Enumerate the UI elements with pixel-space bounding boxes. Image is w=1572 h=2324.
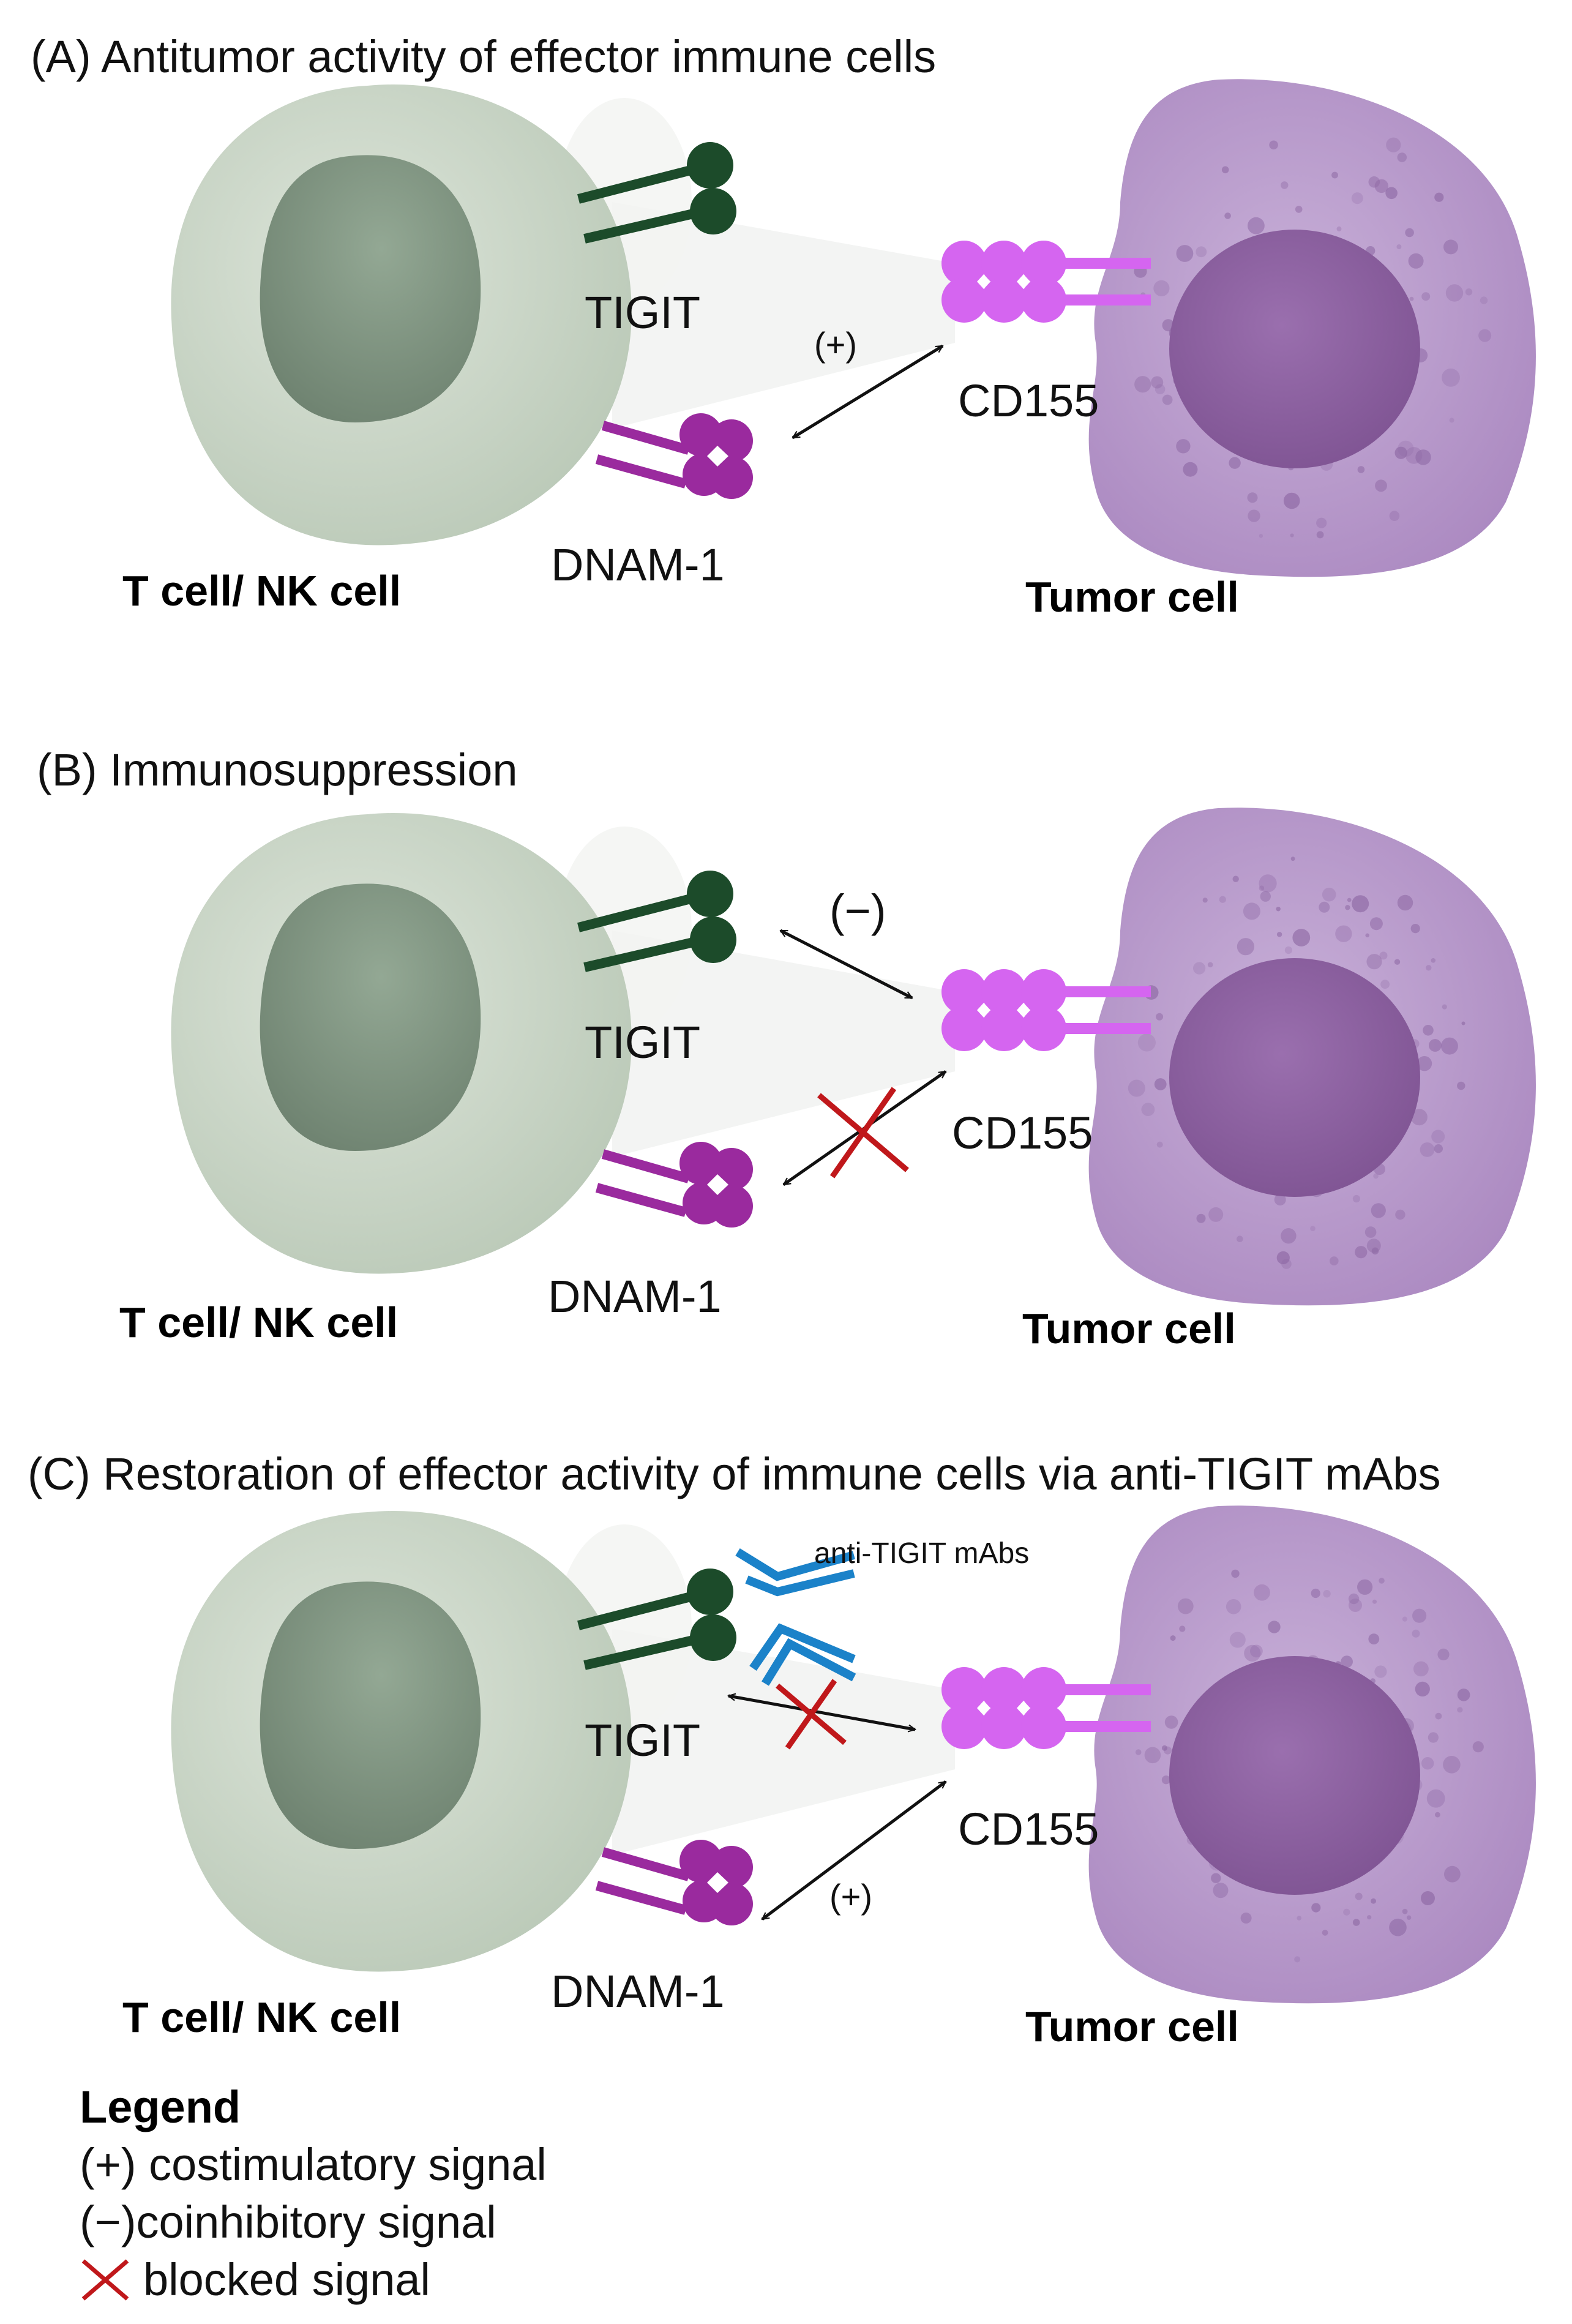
panel-a-tigit-label: TIGIT — [585, 287, 701, 338]
panel-a-cd155-label: CD155 — [958, 375, 1099, 426]
panel-c-dnam1-signal-label: (+) — [829, 1877, 872, 1916]
legend-item-costimulatory: (+) costimulatory signal — [80, 2136, 547, 2194]
panel-a-title: (A) Antitumor activity of effector immun… — [31, 31, 937, 82]
legend-item-blocked: blocked signal — [80, 2251, 547, 2309]
legend-title: Legend — [80, 2082, 241, 2132]
red-x-icon — [81, 2259, 129, 2301]
panel-c-cd155-label: CD155 — [958, 1804, 1099, 1854]
panel-c-tigit-label: TIGIT — [585, 1715, 701, 1766]
panel-c-immune-cell-label: T cell/ NK cell — [122, 1993, 402, 2041]
panel-b-tumor-cell-label: Tumor cell — [1022, 1305, 1236, 1352]
panel-a-tigit-receptor — [577, 142, 736, 244]
panel-a-immune-cell-label: T cell/ NK cell — [122, 567, 402, 615]
panel-b-tigit-receptor — [577, 871, 736, 972]
legend-item-coinhibitory: (−)coinhibitory signal — [80, 2194, 547, 2251]
panel-a-dnam1-cd155-arrow — [793, 344, 943, 440]
panel-c-dnam1-cd155-arrow — [762, 1780, 946, 1921]
panel-b-immune-nucleus — [260, 883, 481, 1151]
panel-c-tigit-cd155-arrow — [728, 1696, 915, 1730]
panel-c-dnam1-label: DNAM-1 — [551, 1966, 725, 2017]
panel-b-tumor-nucleus — [1169, 958, 1420, 1197]
panel-c-cd155-ligand — [941, 1667, 1151, 1749]
panel-b-title: (B) Immunosuppression — [37, 744, 518, 795]
panel-b-immune-cell-label: T cell/ NK cell — [119, 1299, 399, 1346]
panel-c-tumor-cell-label: Tumor cell — [1025, 2003, 1239, 2050]
panel-b-tigit-signal-label: (−) — [829, 885, 886, 936]
legend-text-blocked: blocked signal — [143, 2254, 430, 2305]
panel-c-blocked-x-icon — [776, 1679, 847, 1750]
panel-b-tigit-cd155-arrow — [780, 929, 912, 1000]
panel-a-group — [171, 79, 1536, 577]
panel-a-cd155-ligand — [941, 241, 1151, 323]
panel-c-contact-shadow — [612, 1629, 955, 1855]
panel-c-group — [171, 1505, 1536, 2004]
legend-text-coinhibitory: coinhibitory signal — [136, 2197, 496, 2247]
panel-c-dnam1-receptor — [595, 1840, 753, 1925]
panel-c-tigit-receptor — [577, 1569, 736, 1670]
panel-a-dnam1-label: DNAM-1 — [551, 539, 725, 590]
panel-b-dnam1-label: DNAM-1 — [548, 1271, 722, 1322]
panel-c-immune-nucleus — [260, 1581, 481, 1849]
panel-c-tumor-nucleus — [1169, 1656, 1420, 1895]
panel-b-dnam1-receptor — [595, 1142, 753, 1228]
legend-text-costimulatory: costimulatory signal — [149, 2139, 547, 2190]
panel-c-antibody-icon — [735, 1548, 856, 1686]
panel-c-antibody-label: anti-TIGIT mAbs — [814, 1537, 1030, 1570]
panel-b-group — [171, 808, 1536, 1306]
panel-b-tigit-label: TIGIT — [585, 1017, 701, 1068]
panel-a-tumor-nucleus — [1169, 230, 1420, 468]
panel-b-blocked-x-icon — [817, 1087, 909, 1179]
legend: Legend (+) costimulatory signal (−)coinh… — [80, 2078, 547, 2309]
legend-symbol-minus: (−) — [80, 2197, 137, 2247]
panel-a-dnam1-signal-label: (+) — [814, 325, 857, 364]
panel-a-immune-nucleus — [260, 155, 481, 422]
panel-a-contact-shadow — [612, 202, 955, 429]
legend-symbol-plus: (+) — [80, 2139, 137, 2190]
panel-b-cd155-label: CD155 — [952, 1108, 1093, 1158]
panel-b-cd155-ligand — [941, 969, 1151, 1051]
panel-a-dnam1-receptor — [595, 413, 753, 499]
panel-c-title: (C) Restoration of effector activity of … — [28, 1449, 1441, 1499]
panel-a-tumor-cell-label: Tumor cell — [1025, 573, 1239, 621]
